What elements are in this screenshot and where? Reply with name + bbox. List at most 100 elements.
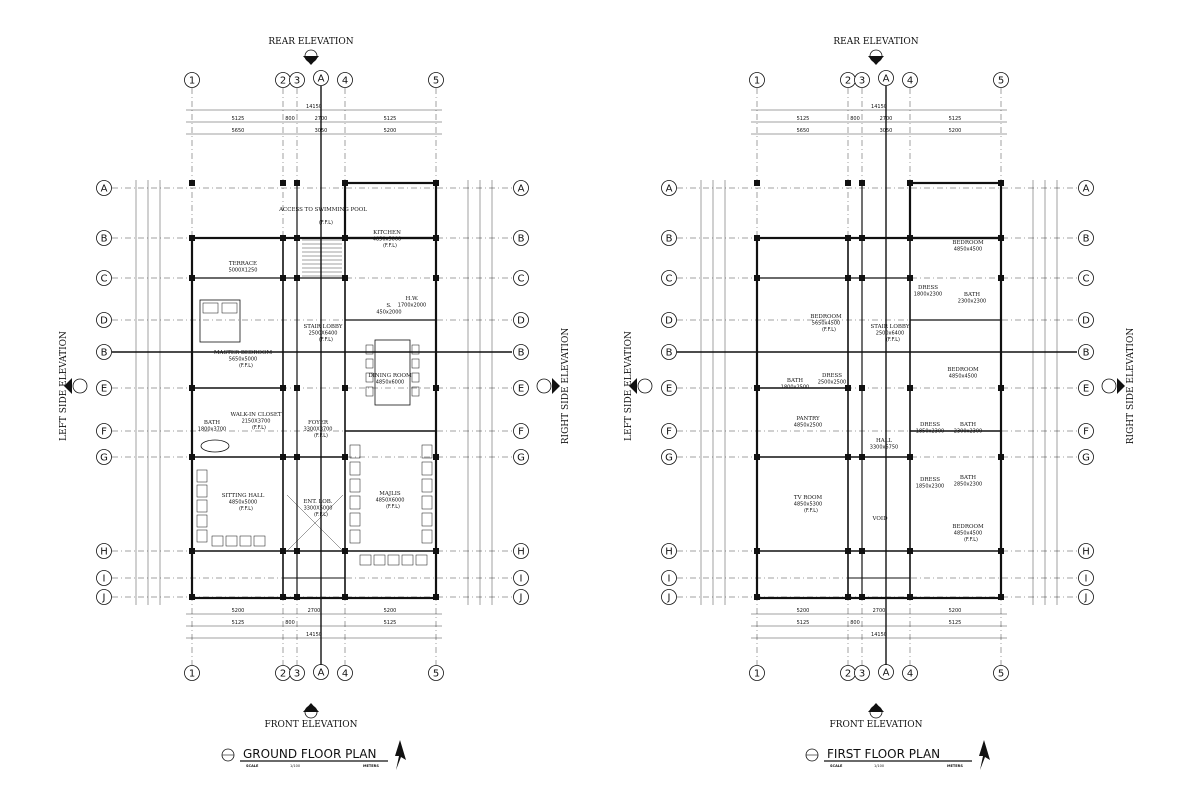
section-b-right: B bbox=[518, 348, 525, 359]
room-name: WALK-IN CLOSET bbox=[230, 412, 281, 418]
sofa-seat bbox=[239, 535, 252, 547]
grid-bubble-circle bbox=[661, 589, 677, 605]
dim-bottom: 2700 bbox=[873, 608, 886, 614]
sofa-seat bbox=[421, 444, 433, 459]
room-level: (F.F.L) bbox=[314, 512, 328, 518]
section-b-left: B bbox=[101, 348, 108, 359]
structural-column bbox=[754, 180, 760, 186]
grid-bubble-circle bbox=[749, 72, 765, 88]
room-name: MASTER BEDROOM bbox=[214, 350, 273, 356]
grid-bubble-circle bbox=[96, 344, 112, 360]
grid-bubble-circle bbox=[184, 72, 200, 88]
chair bbox=[365, 386, 374, 397]
structural-column bbox=[907, 235, 913, 241]
room-size: 2500X6400 bbox=[309, 331, 338, 337]
dim-top: 800 bbox=[850, 116, 860, 122]
sofa-seat bbox=[196, 499, 208, 513]
grid-row-right: E bbox=[518, 384, 524, 395]
structural-column bbox=[280, 594, 286, 600]
grid-row-right: C bbox=[1083, 274, 1090, 285]
grid-row-right: H bbox=[1082, 547, 1090, 558]
structural-column bbox=[845, 548, 851, 554]
dim-top: 5650 bbox=[797, 128, 810, 134]
grid-bubble-circle bbox=[96, 570, 112, 586]
structural-column bbox=[342, 275, 348, 281]
right-elevation-label: RIGHT SIDE ELEVATION bbox=[561, 328, 571, 445]
grid-bubble-circle bbox=[337, 72, 353, 88]
dim-top: 5650 bbox=[232, 128, 245, 134]
grid-column-1-bottom: 1 bbox=[754, 669, 760, 680]
grid-row-left: D bbox=[665, 316, 673, 327]
outer-wall bbox=[190, 236, 438, 600]
structural-column bbox=[433, 548, 439, 554]
grid-row-left: B bbox=[666, 234, 673, 245]
structural-column bbox=[859, 548, 865, 554]
room-size: 3300X5000 bbox=[304, 506, 333, 512]
structural-column bbox=[294, 275, 300, 281]
structural-column bbox=[342, 454, 348, 460]
grid-bubble-circle bbox=[661, 543, 677, 559]
structural-column bbox=[280, 454, 286, 460]
grid-bubble-circle bbox=[96, 180, 112, 196]
sofa-seat bbox=[349, 512, 361, 527]
front-elevation-marker bbox=[303, 703, 319, 712]
dim-top: 800 bbox=[285, 116, 295, 122]
structural-column bbox=[342, 548, 348, 554]
structural-column bbox=[845, 235, 851, 241]
sofa-seat bbox=[196, 484, 208, 498]
structural-column bbox=[845, 454, 851, 460]
grid-bubble-circle bbox=[854, 72, 870, 88]
structural-column bbox=[433, 594, 439, 600]
structural-column bbox=[294, 548, 300, 554]
grid-row-right: B bbox=[1083, 234, 1090, 245]
sofa-seat bbox=[349, 461, 361, 476]
grid-row-right: D bbox=[517, 316, 525, 327]
grid-bubble-circle bbox=[661, 180, 677, 196]
room-size: 4850X6000 bbox=[376, 498, 405, 504]
grid-bubble-circle bbox=[1078, 270, 1094, 286]
dim-bottom: 5200 bbox=[797, 608, 810, 614]
grid-bubble-circle bbox=[902, 665, 918, 681]
dim-bottom: 800 bbox=[850, 620, 860, 626]
front-elevation-label: FRONT ELEVATION bbox=[830, 720, 923, 730]
room-level: (F.F.L) bbox=[252, 425, 266, 431]
grid-row-left: I bbox=[668, 574, 671, 585]
chair bbox=[365, 344, 374, 355]
room-size: 4850x5000 bbox=[229, 500, 257, 506]
dim-bottom: 5125 bbox=[949, 620, 962, 626]
scale-units: METERS bbox=[363, 764, 379, 768]
structural-column bbox=[754, 385, 760, 391]
room-name: DRESS bbox=[822, 373, 842, 379]
bathtub bbox=[200, 439, 230, 453]
structural-column bbox=[754, 454, 760, 460]
grid-row-left: D bbox=[100, 316, 108, 327]
grid-row-left: I bbox=[103, 574, 106, 585]
dim-bottom-total: 14150 bbox=[306, 632, 322, 638]
structural-column bbox=[342, 180, 348, 186]
sofa-seat bbox=[387, 554, 400, 566]
dim-bottom: 5200 bbox=[384, 608, 397, 614]
front-elevation-marker bbox=[868, 703, 884, 712]
dim-top: 5125 bbox=[384, 116, 397, 122]
grid-column-1-top: 1 bbox=[189, 76, 195, 87]
room-name: SITTING HALL bbox=[222, 493, 265, 499]
grid-bubble-circle bbox=[313, 70, 329, 86]
grid-row-left: G bbox=[665, 453, 673, 464]
room-size: 2300x2300 bbox=[958, 299, 986, 305]
section-b-left: B bbox=[666, 348, 673, 359]
grid-column-5-bottom: 5 bbox=[998, 669, 1004, 680]
room-size: 2850x2300 bbox=[954, 482, 982, 488]
structural-column bbox=[998, 385, 1004, 391]
grid-column-3-bottom: 3 bbox=[294, 669, 300, 680]
sofa-seat bbox=[196, 529, 208, 543]
plan-title: FIRST FLOOR PLAN bbox=[827, 747, 940, 761]
grid-bubble-circle bbox=[513, 423, 529, 439]
grid-bubble-circle bbox=[878, 70, 894, 86]
sofa-seat bbox=[211, 535, 224, 547]
section-a-top: A bbox=[318, 74, 325, 85]
chair bbox=[411, 358, 420, 369]
chair bbox=[411, 372, 420, 383]
room-size: 5650x4500 bbox=[812, 321, 840, 327]
